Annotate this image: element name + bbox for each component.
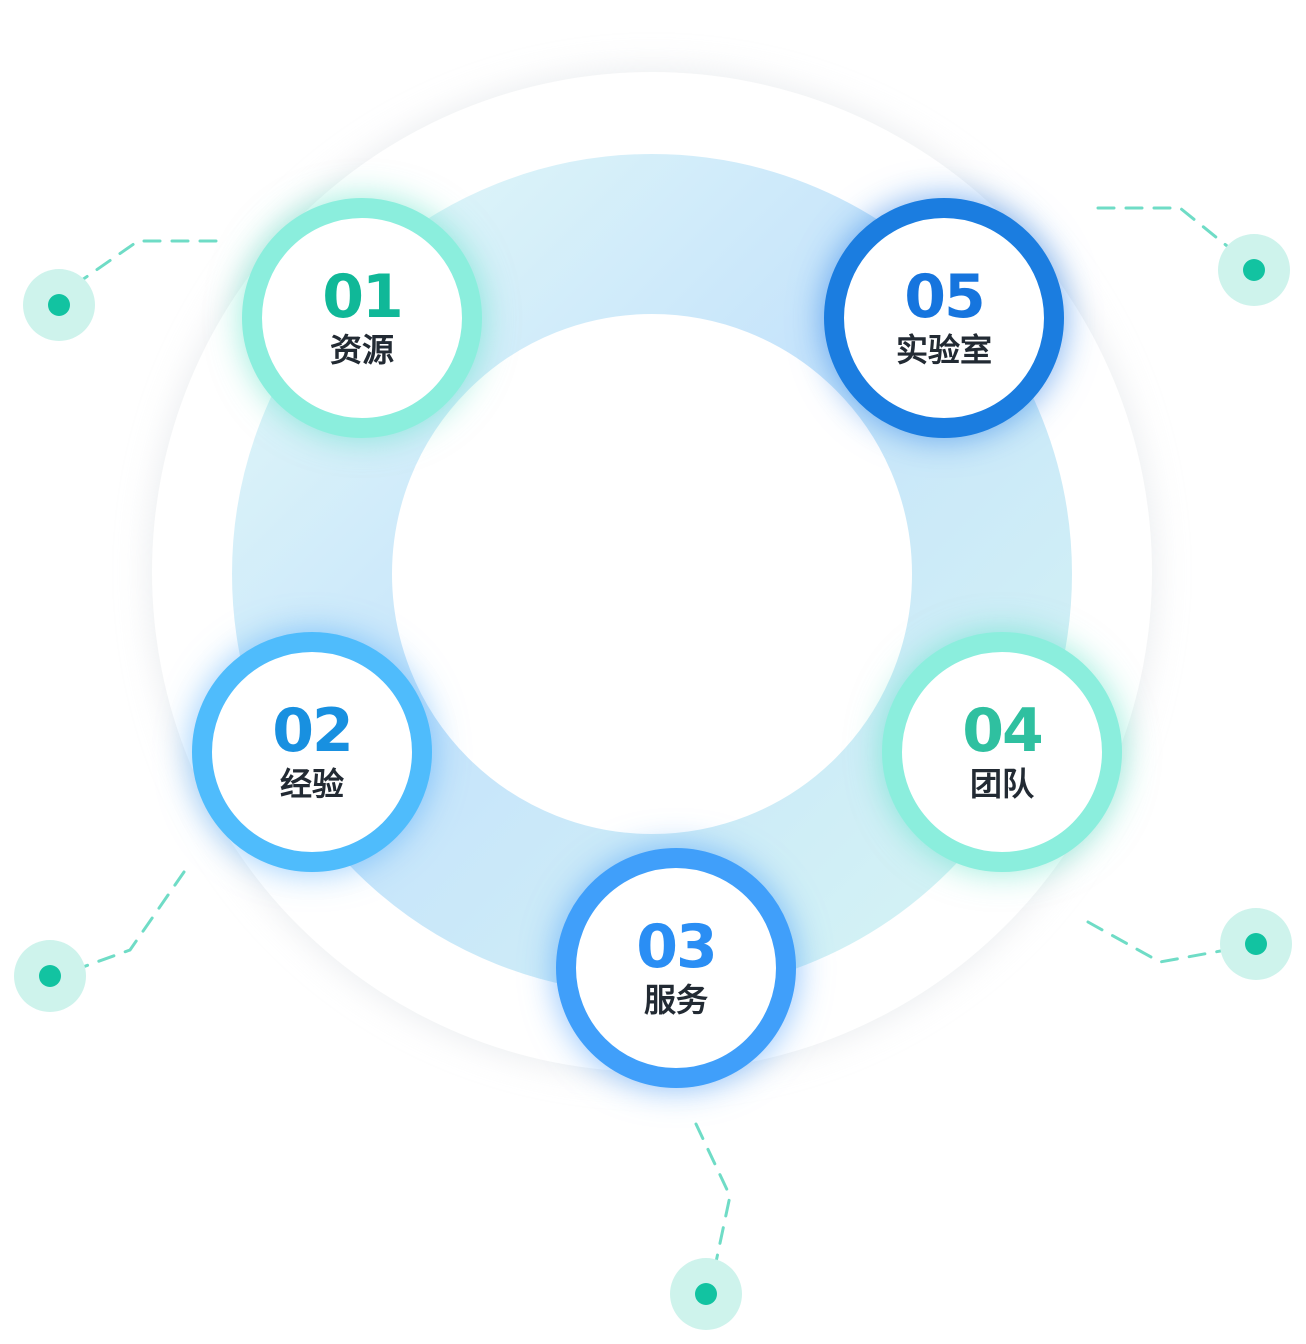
node-service: 03 服务 (556, 848, 796, 1088)
connector-04 (1086, 920, 1228, 964)
node-label: 服务 (643, 981, 708, 1020)
end-dot-03 (670, 1258, 742, 1330)
node-resources: 01 资源 (242, 198, 482, 438)
node-number: 05 (904, 262, 985, 333)
node-lab: 05 实验室 (824, 198, 1064, 438)
connectors (78, 206, 1234, 1264)
node-number: 02 (272, 696, 353, 767)
connector-03 (694, 1122, 732, 1264)
node-number: 03 (636, 912, 717, 983)
node-label: 经验 (279, 765, 344, 804)
node-label: 实验室 (895, 331, 992, 370)
end-dot-04 (1220, 908, 1292, 980)
node-number: 01 (322, 262, 403, 333)
node-number: 04 (962, 696, 1043, 767)
end-dot-01 (23, 269, 95, 341)
node-team: 04 团队 (882, 632, 1122, 872)
end-dot-02 (14, 940, 86, 1012)
node-label: 团队 (969, 765, 1034, 804)
end-dots (14, 234, 1292, 1330)
end-dot-05 (1218, 234, 1290, 306)
connector-05 (1096, 206, 1234, 252)
connector-02 (78, 870, 186, 970)
node-label: 资源 (329, 331, 394, 370)
connector-01 (80, 239, 218, 282)
node-experience: 02 经验 (192, 632, 432, 872)
